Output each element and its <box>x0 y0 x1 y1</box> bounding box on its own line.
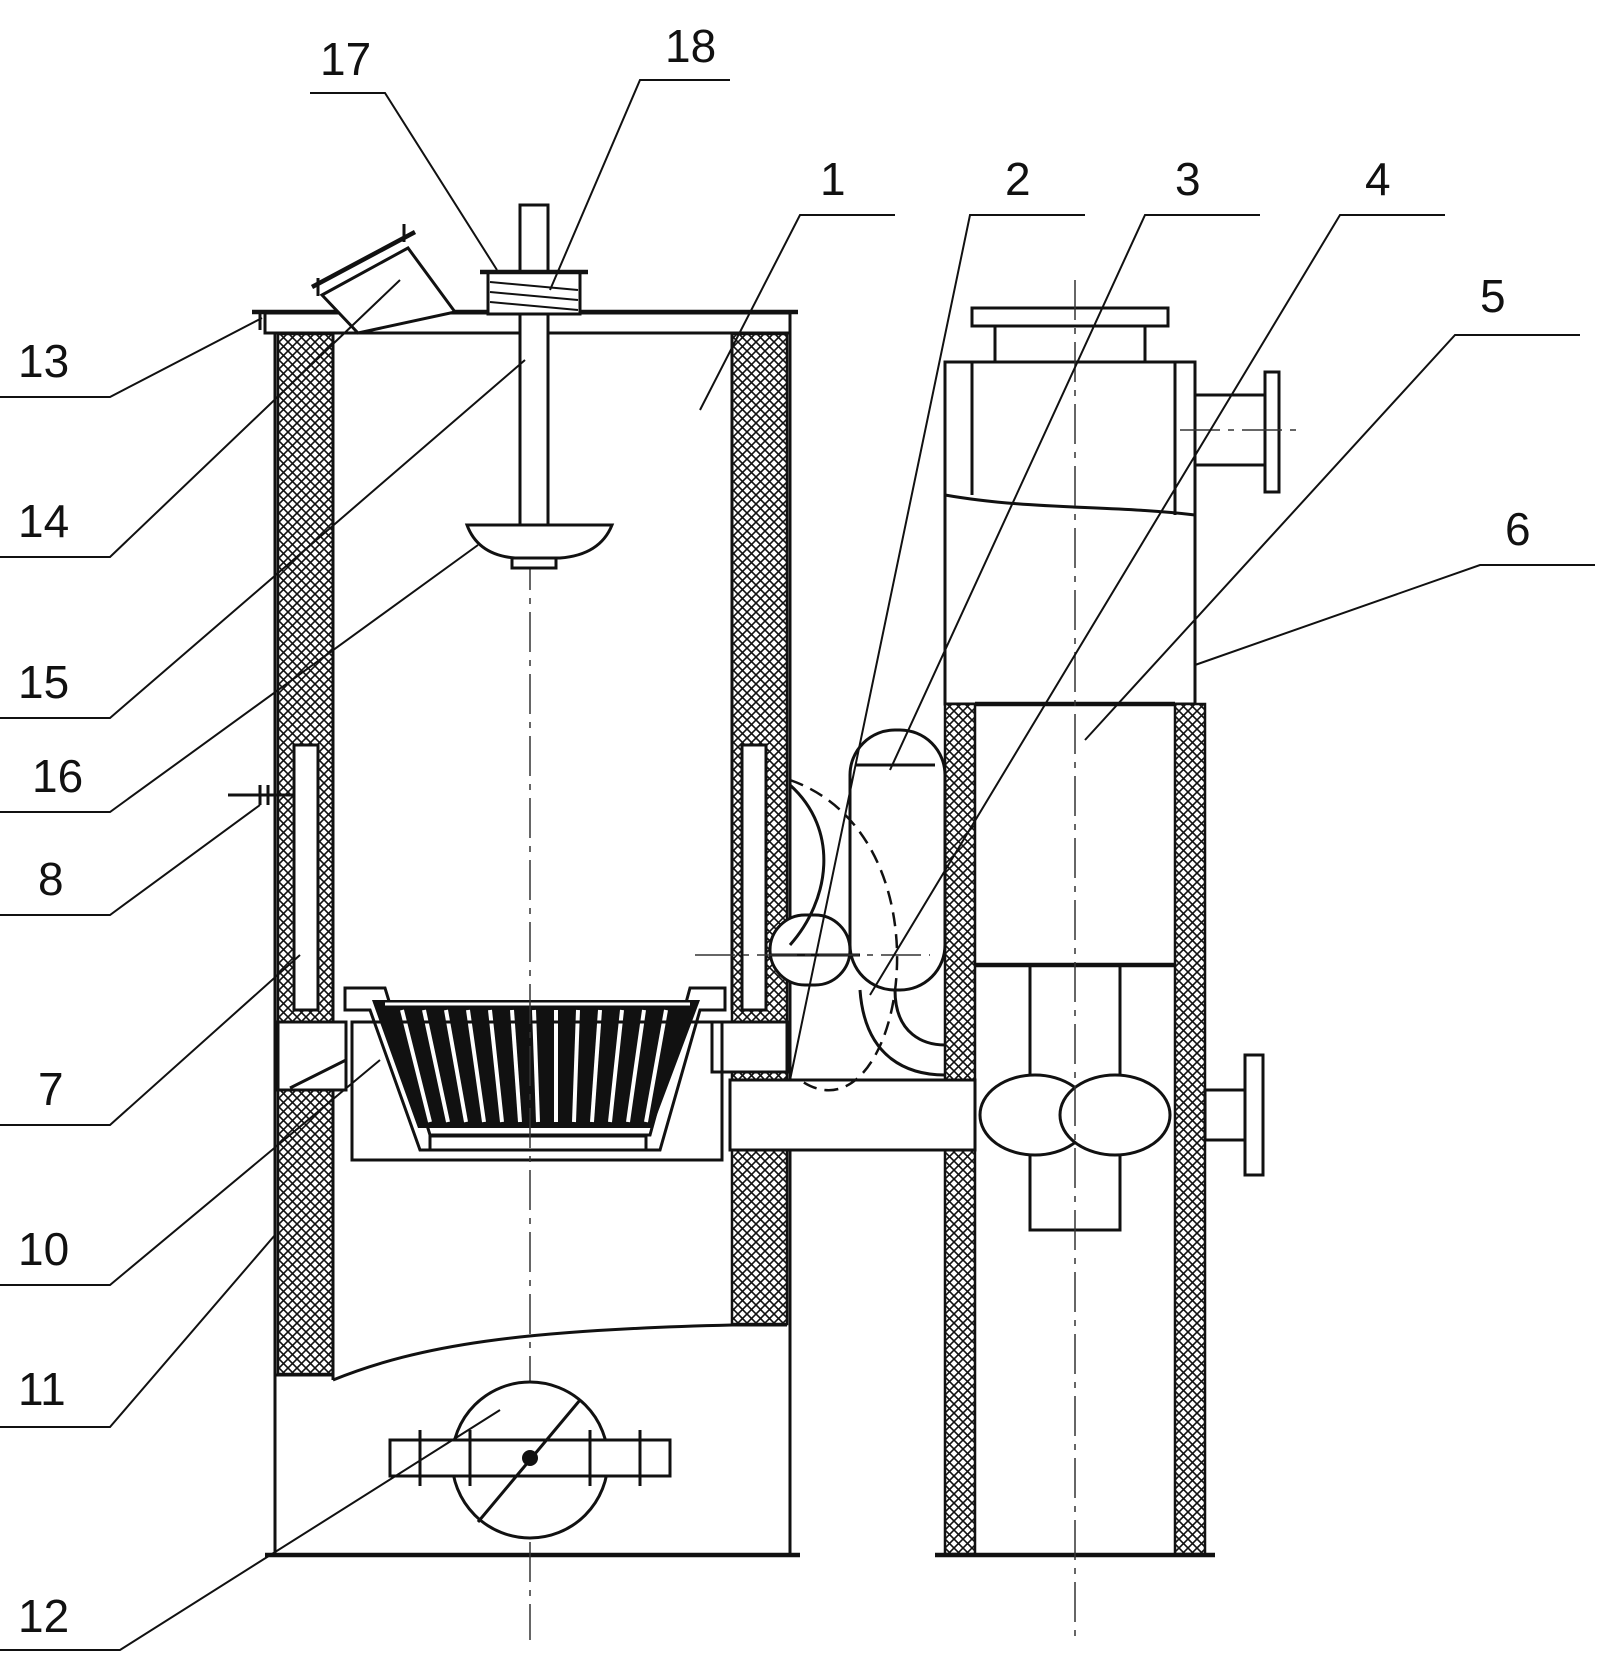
stirring-shaft <box>464 203 615 570</box>
callout-5: 5 <box>1480 270 1506 322</box>
callout-18: 18 <box>665 20 716 72</box>
gas-inlet-pipe <box>728 1053 1265 1177</box>
callout-17: 17 <box>320 33 371 85</box>
callout-13: 13 <box>18 335 69 387</box>
callout-7: 7 <box>38 1063 64 1115</box>
callout-3: 3 <box>1175 153 1201 205</box>
top-flange <box>970 306 1170 328</box>
callout-8: 8 <box>38 853 64 905</box>
callout-15: 15 <box>18 656 69 708</box>
callout-14: 14 <box>18 495 69 547</box>
callout-1: 1 <box>820 153 846 205</box>
shaft-seal-spring <box>480 269 588 316</box>
gas-outlet-upper <box>1180 370 1300 494</box>
separator-column <box>728 280 1300 1640</box>
ash-chamber <box>350 1020 724 1162</box>
connecting-pipes <box>695 728 947 1092</box>
callout-2: 2 <box>1005 153 1031 205</box>
grate-slots <box>400 1009 668 1123</box>
callout-labels: 1 2 3 4 5 6 7 8 10 11 12 13 14 15 16 17 … <box>18 20 1531 1642</box>
callout-12: 12 <box>18 1590 69 1642</box>
furnace-body <box>228 203 800 1640</box>
callout-11: 11 <box>18 1363 66 1415</box>
callout-4: 4 <box>1365 153 1391 205</box>
column-insulation-right <box>1173 702 1207 1556</box>
water-jacket-right <box>740 743 768 1012</box>
water-jacket-left <box>292 743 320 1012</box>
ash-door-damper <box>388 1380 672 1540</box>
callout-10: 10 <box>18 1223 69 1275</box>
leader-lines <box>0 79 1595 1651</box>
water-inlet-nozzle <box>228 785 294 805</box>
callout-6: 6 <box>1505 503 1531 555</box>
callout-16: 16 <box>32 750 83 802</box>
